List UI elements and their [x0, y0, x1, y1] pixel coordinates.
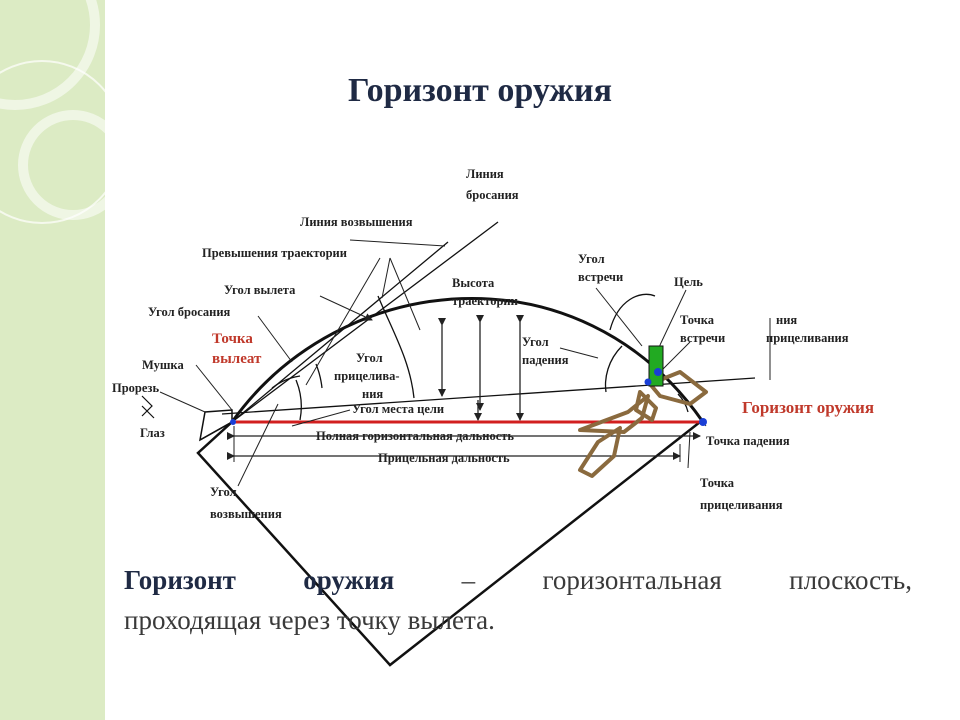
trajectory-curve — [230, 297, 705, 423]
label-liniya-vozvysheniya: Линия возвышения — [300, 215, 413, 229]
aiming-point — [644, 378, 652, 386]
label-tochka-vyleta: Точка — [212, 331, 253, 347]
line-of-elevation — [231, 241, 449, 423]
definition-line-1: Горизонт оружия – горизонтальная плоскос… — [124, 560, 912, 600]
label-ugol-vozvysheniya: возвышения — [210, 507, 282, 521]
label-ugol-pritselivaniya: ния — [362, 387, 383, 401]
label-tochka-vstrechi: Точка — [680, 313, 715, 327]
meeting-point — [654, 368, 662, 376]
angle-arc — [604, 345, 623, 393]
label-ugol-vozvysheniya: Угол — [210, 485, 237, 499]
angle-arc — [609, 293, 656, 331]
label-pritselnaya-dalnost: Прицельная дальность — [378, 451, 510, 465]
label-ugol-vyleta: Угол вылета — [224, 283, 296, 297]
label-ugol-vstrechi: встречи — [578, 270, 623, 284]
label-mushka: Мушка — [142, 358, 184, 372]
angle-arc — [271, 375, 301, 389]
label-tochka-pritselivaniya: прицеливания — [700, 498, 783, 512]
decorative-ring — [0, 60, 105, 224]
label-ugol-brosaniya: Угол бросания — [148, 305, 231, 319]
angle-arc — [315, 363, 323, 389]
label-liniya-brosaniya: Линия — [466, 167, 504, 181]
gun-barrel-line — [199, 421, 233, 441]
label-tochka-vstrechi: встречи — [680, 331, 725, 345]
page-title: Горизонт оружия — [347, 72, 613, 109]
impact-point — [699, 418, 707, 426]
angle-arc — [295, 379, 302, 421]
definition-text: Горизонт оружия – горизонтальная плоскос… — [124, 560, 912, 640]
definition-line-1-rest: – горизонтальная плоскость, — [394, 565, 912, 595]
label-ugol-padeniya: падения — [522, 353, 569, 367]
label-liniya-brosaniya: бросания — [466, 188, 519, 202]
label-tsel: Цель — [674, 275, 703, 289]
label-glaz: Глаз — [140, 426, 165, 440]
angle-arc — [377, 295, 415, 399]
label-liniya-pritselivaniya: ния — [776, 313, 797, 327]
departure-point — [230, 419, 236, 425]
label-ugol-padeniya: Угол — [522, 335, 549, 349]
definition-line-2: проходящая через точку вылета. — [124, 605, 495, 635]
label-prorez: Прорезь — [112, 381, 159, 395]
line-of-departure — [231, 221, 499, 423]
label-ugol-pritselivaniya: Угол — [356, 351, 383, 365]
label-tochka-pritselivaniya: Точка — [700, 476, 735, 490]
eye-mark — [141, 395, 155, 419]
label-ugol-mesta-tseli: Угол места цели — [352, 402, 444, 416]
line-of-sight — [221, 377, 756, 415]
label-prevysheniya: Превышения траектории — [202, 246, 347, 260]
decorative-side-panel — [0, 0, 105, 720]
outline-frame — [196, 421, 701, 667]
label-tochka-padeniya: Точка падения — [706, 434, 790, 448]
label-polnaya-dalnost: Полная горизонтальная дальность — [316, 429, 514, 443]
label-tochka-vyleta: вылеат — [212, 351, 262, 367]
label-gorizont-oruzhiya: Горизонт оружия — [742, 398, 874, 417]
label-vysota: траектории — [452, 294, 518, 308]
label-ugol-pritselivaniya: прицелива- — [334, 369, 400, 383]
label-vysota: Высота — [452, 276, 495, 290]
leader-lines — [159, 239, 771, 487]
hands-illustration — [578, 370, 708, 478]
label-liniya-pritselivaniya: прицеливания — [766, 331, 849, 345]
label-ugol-vstrechi: Угол — [578, 252, 605, 266]
target-marker — [648, 345, 664, 387]
definition-term: Горизонт оружия — [124, 565, 395, 595]
